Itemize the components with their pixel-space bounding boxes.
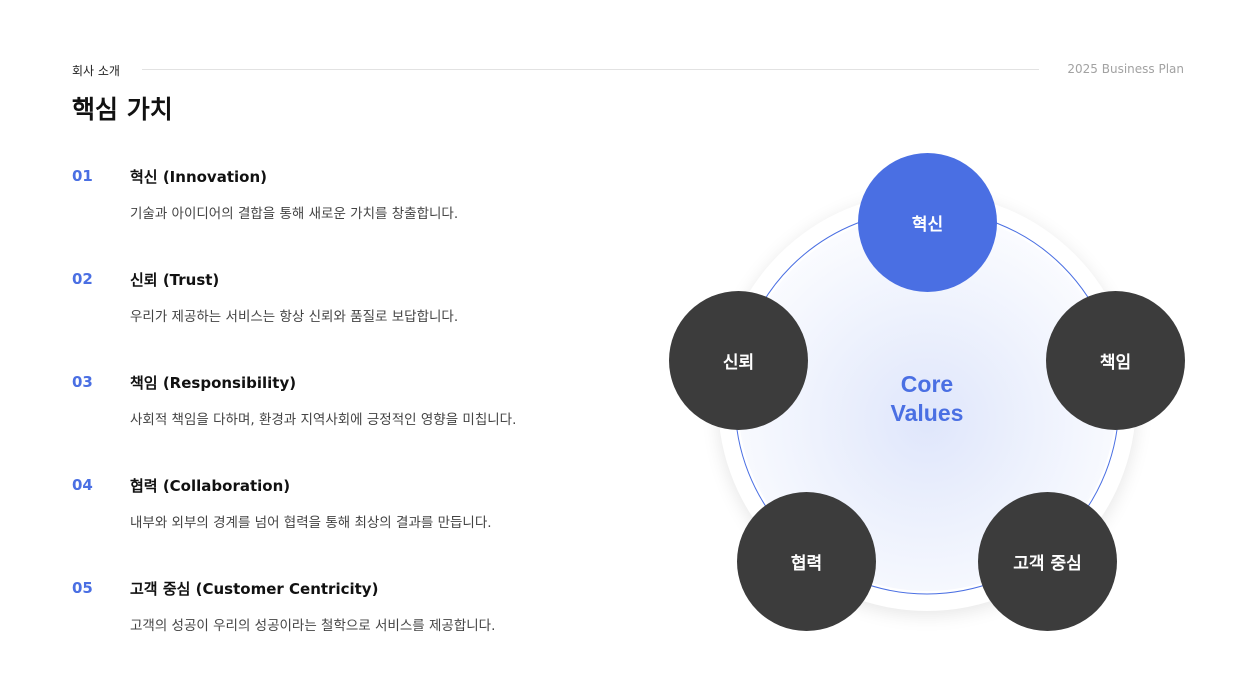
- node-customer-centricity: 고객 중심: [978, 492, 1117, 631]
- node-trust: 신뢰: [669, 291, 808, 430]
- value-description: 내부와 외부의 경계를 넘어 협력을 통해 최상의 결과를 만듭니다.: [130, 515, 492, 531]
- value-title: 신뢰 (Trust): [130, 271, 220, 289]
- value-description: 기술과 아이디어의 결합을 통해 새로운 가치를 창출합니다.: [130, 206, 459, 222]
- value-title: 고객 중심 (Customer Centricity): [130, 580, 379, 598]
- page-title: 핵심 가치: [72, 95, 173, 124]
- core-values-line2: Values: [890, 400, 964, 426]
- core-values-diagram: Core Values 혁신 책임 고객 중심 협력 신뢰: [660, 145, 1200, 645]
- core-values-line1: Core: [900, 371, 954, 397]
- header-divider: [142, 69, 1039, 70]
- core-values-label: Core Values: [847, 370, 1007, 428]
- value-number: 03: [72, 373, 93, 391]
- value-title: 협력 (Collaboration): [130, 477, 291, 495]
- value-description: 고객의 성공이 우리의 성공이라는 철학으로 서비스를 제공합니다.: [130, 618, 496, 634]
- value-item-responsibility: 03 책임 (Responsibility) 사회적 책임을 다하며, 환경과 …: [72, 371, 612, 474]
- section-label: 회사 소개: [72, 64, 120, 78]
- value-item-innovation: 01 혁신 (Innovation) 기술과 아이디어의 결합을 통해 새로운 …: [72, 165, 612, 268]
- core-values-list: 01 혁신 (Innovation) 기술과 아이디어의 결합을 통해 새로운 …: [72, 165, 612, 680]
- value-item-collaboration: 04 협력 (Collaboration) 내부와 외부의 경계를 넘어 협력을…: [72, 474, 612, 577]
- node-collaboration: 협력: [737, 492, 876, 631]
- value-number: 02: [72, 270, 93, 288]
- value-item-trust: 02 신뢰 (Trust) 우리가 제공하는 서비스는 항상 신뢰와 품질로 보…: [72, 268, 612, 371]
- value-description: 사회적 책임을 다하며, 환경과 지역사회에 긍정적인 영향을 미칩니다.: [130, 412, 517, 428]
- value-number: 04: [72, 476, 93, 494]
- value-title: 책임 (Responsibility): [130, 374, 297, 392]
- value-number: 05: [72, 579, 93, 597]
- value-number: 01: [72, 167, 93, 185]
- node-responsibility: 책임: [1046, 291, 1185, 430]
- value-description: 우리가 제공하는 서비스는 항상 신뢰와 품질로 보답합니다.: [130, 309, 459, 325]
- node-innovation: 혁신: [858, 153, 997, 292]
- value-title: 혁신 (Innovation): [130, 168, 267, 186]
- value-item-customer-centricity: 05 고객 중심 (Customer Centricity) 고객의 성공이 우…: [72, 577, 612, 680]
- plan-label: 2025 Business Plan: [1067, 62, 1184, 76]
